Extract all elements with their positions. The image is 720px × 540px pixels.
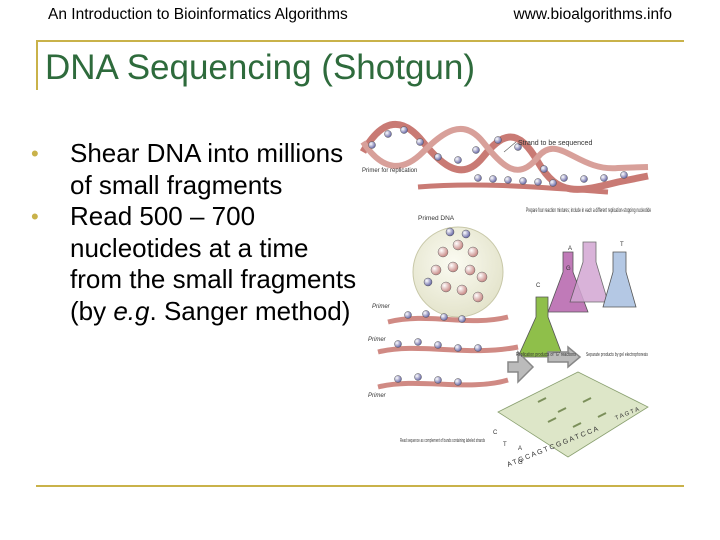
label-prepare: Prepare four reaction mixtures; include … <box>526 208 651 214</box>
bullet-item-read: • Read 500 – 700 nucleotides at a time f… <box>28 201 358 327</box>
gel-label-a: A <box>518 446 522 452</box>
label-primer-a: Primer <box>372 304 391 310</box>
bullet-dot-icon: • <box>31 204 39 229</box>
sanger-sequencing-figure: Strand to be sequenced Primer for replic… <box>359 121 651 469</box>
label-primer-b: Primer <box>368 337 387 343</box>
title-rule-top <box>36 40 684 42</box>
replication-strands <box>377 310 519 390</box>
label-separate: Separate products by gel electrophoresis <box>586 352 648 358</box>
footer-rule <box>36 485 684 487</box>
reaction-flasks <box>517 241 637 358</box>
flask-label-g: G <box>566 266 571 272</box>
bullet-text-part: Read 500 – 700 nucleotides at a time fro… <box>70 201 357 326</box>
header-website: www.bioalgorithms.info <box>513 6 672 23</box>
bullet-text-emphasis: e.g <box>113 295 150 326</box>
header-course-title: An Introduction to Bioinformatics Algori… <box>48 6 348 23</box>
bullet-item-shear: • Shear DNA into millions of small fragm… <box>28 138 358 201</box>
bullet-dot-icon: • <box>31 141 39 166</box>
bullet-text: Shear DNA into millions of small fragmen… <box>70 138 344 200</box>
label-primed-dna: Primed DNA <box>418 215 455 222</box>
electrophoresis-gel <box>497 371 649 458</box>
gel-label-c: C <box>493 430 498 436</box>
flask-label-c: C <box>536 283 541 289</box>
label-primer-for: Primer for replication <box>362 168 417 174</box>
bullet-text-part: . Sanger method) <box>149 295 351 326</box>
title-rule-left <box>36 40 38 90</box>
label-read-sequence: Read sequence as complement of bands con… <box>400 438 485 444</box>
bullet-list: • Shear DNA into millions of small fragm… <box>28 138 358 327</box>
gel-label-g: G <box>518 460 523 466</box>
process-arrows <box>507 345 582 384</box>
primed-dna-circle <box>412 226 504 318</box>
flask-label-t: T <box>620 242 624 248</box>
gel-label-t: T <box>503 442 507 448</box>
slide-title: DNA Sequencing (Shotgun) <box>45 48 475 87</box>
label-primer-c: Primer <box>368 393 387 399</box>
flask-label-a: A <box>568 246 572 252</box>
label-strand: Strand to be sequenced <box>518 140 592 147</box>
label-replication: Replication products of "G" reactions <box>516 352 576 358</box>
